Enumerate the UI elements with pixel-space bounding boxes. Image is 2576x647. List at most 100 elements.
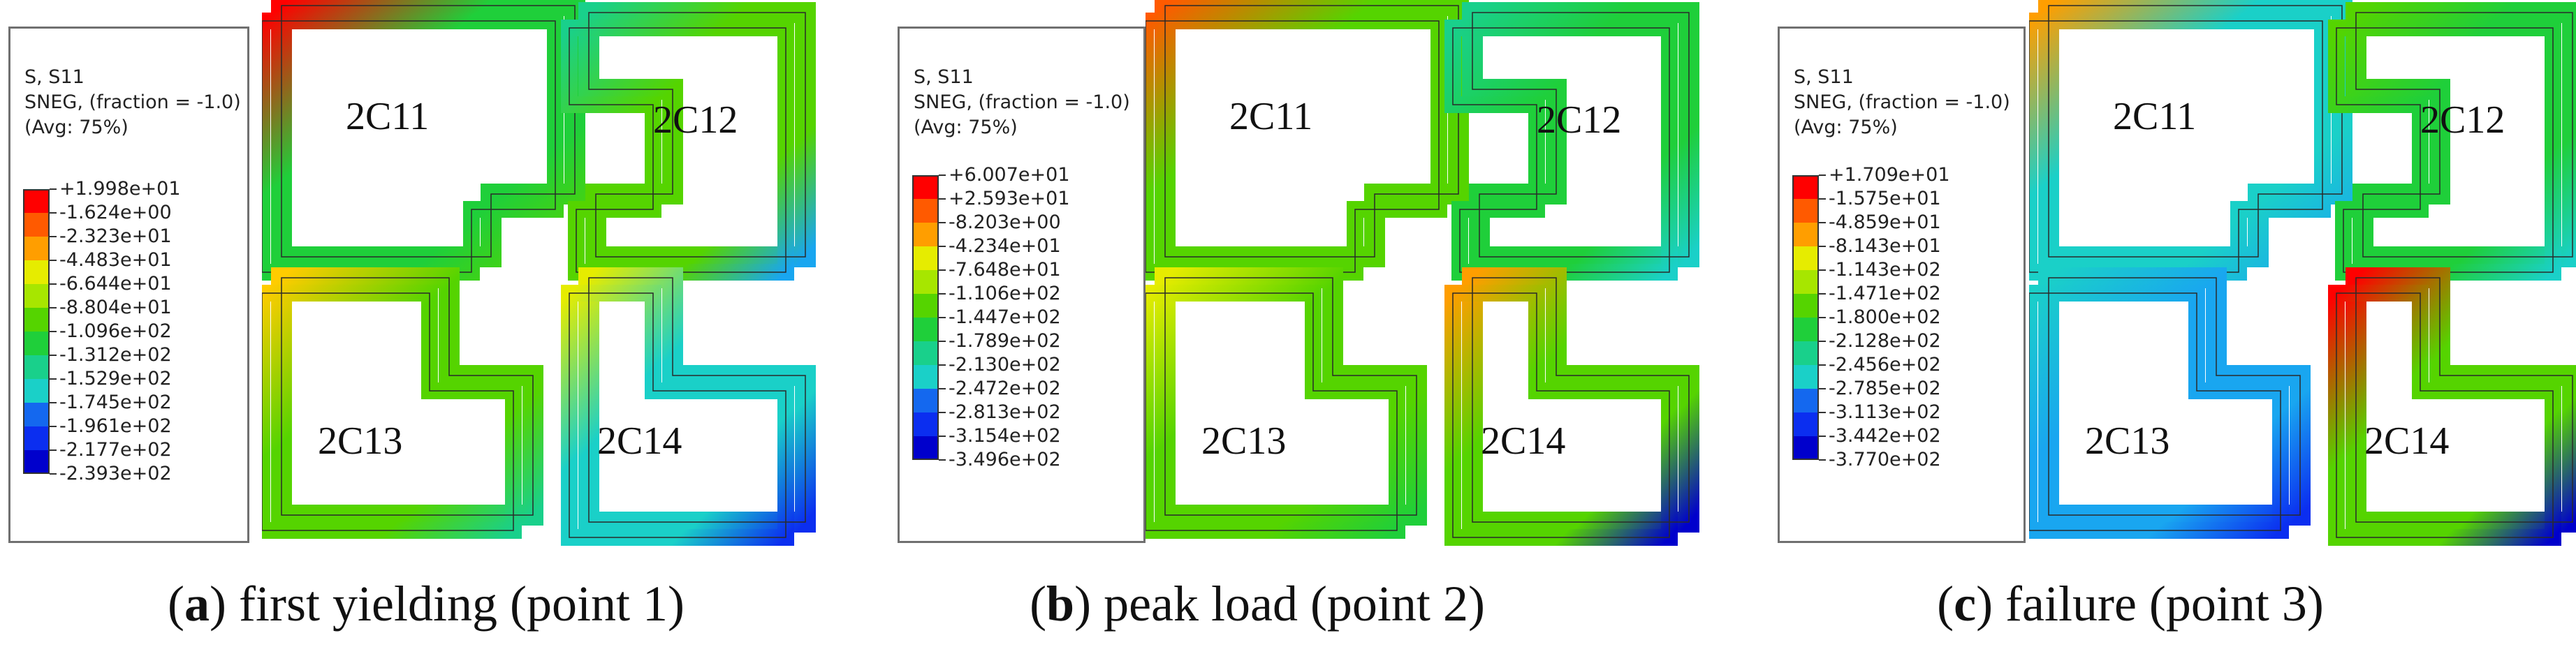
scale-tick (939, 222, 946, 223)
member-wall-front (2029, 13, 2331, 281)
scale-value: -3.154e+02 (949, 425, 1061, 447)
scale-tick (1819, 222, 1826, 223)
scale-value: -1.312e+02 (59, 344, 172, 366)
scale-value: -1.447e+02 (949, 306, 1061, 328)
member-2C13: 2C13 (1146, 267, 1427, 539)
member-label: 2C11 (2113, 95, 2196, 138)
color-swatch (1792, 270, 1819, 294)
member-edge (1164, 5, 1459, 258)
scale-tick (50, 378, 57, 380)
stress-contour-figure: 2C11 2C12 2C13 2C14 (1146, 0, 1699, 546)
scale-tick (50, 260, 57, 261)
color-swatch (23, 355, 50, 379)
scale-tick (939, 174, 946, 176)
color-swatch (23, 284, 50, 308)
legend-header-line3: (Avg: 75%) (24, 117, 129, 138)
color-swatch (23, 426, 50, 450)
member-2C13: 2C13 (262, 267, 543, 539)
panel-caption: (b) peak load (point 2) (852, 572, 1662, 635)
caption-paren-open: ( (1030, 576, 1047, 632)
member-edge (1452, 27, 1670, 273)
member-edge (2336, 27, 2554, 273)
scale-tick (50, 426, 57, 427)
color-swatch (1792, 246, 1819, 270)
member-edge (1164, 277, 1417, 516)
color-swatch (23, 260, 50, 284)
color-swatch (912, 341, 939, 365)
member-label: 2C12 (1537, 98, 1621, 142)
scale-value: -2.785e+02 (1829, 378, 1941, 399)
scale-value: -2.393e+02 (59, 463, 172, 484)
color-swatch (23, 213, 50, 237)
member-edge (569, 27, 786, 273)
member-edge (588, 277, 806, 523)
scale-tick (50, 331, 57, 332)
member-2C12: 2C12 (2328, 2, 2576, 281)
member-edge (2048, 277, 2301, 516)
caption-letter: b (1046, 576, 1075, 632)
scale-value: -1.529e+02 (59, 368, 172, 389)
color-swatch (23, 237, 50, 260)
color-swatch (912, 412, 939, 436)
member-label: 2C11 (346, 95, 429, 138)
scale-value: -1.106e+02 (949, 283, 1061, 304)
member-edge (2336, 292, 2554, 538)
scale-value: -1.471e+02 (1829, 283, 1941, 304)
member-label: 2C12 (653, 98, 738, 142)
color-swatch (23, 450, 50, 474)
member-2C14: 2C14 (1444, 267, 1699, 546)
scale-tick (1819, 198, 1826, 200)
scale-value: -2.128e+02 (1829, 330, 1941, 352)
scale-tick (50, 283, 57, 285)
scale-value: -7.648e+01 (949, 259, 1061, 281)
member-2C12: 2C12 (1444, 2, 1699, 281)
member-2C12: 2C12 (561, 2, 816, 281)
scale-tick (1819, 436, 1826, 437)
scale-value: -6.644e+01 (59, 273, 172, 295)
member-label: 2C11 (1229, 95, 1312, 138)
member-edge (1146, 292, 1398, 531)
scale-tick (1819, 341, 1826, 342)
color-swatch (912, 436, 939, 460)
scale-value: -3.442e+02 (1829, 425, 1941, 447)
member-edge (2029, 20, 2323, 273)
scale-tick (939, 412, 946, 413)
caption-letter: c (1954, 576, 1977, 632)
scale-value: +6.007e+01 (949, 164, 1070, 186)
scale-tick (939, 317, 946, 318)
scale-tick (939, 293, 946, 295)
scale-value: +1.709e+01 (1829, 164, 1950, 186)
color-swatch (1792, 318, 1819, 341)
scale-tick (50, 236, 57, 237)
scale-tick (1819, 174, 1826, 176)
scale-tick (939, 246, 946, 247)
scale-value: -1.789e+02 (949, 330, 1061, 352)
scale-tick (1819, 388, 1826, 389)
caption-text: first yielding (point 1) (226, 576, 685, 632)
color-swatch (912, 318, 939, 341)
member-label: 2C12 (2420, 98, 2505, 142)
scale-value: -8.203e+00 (949, 211, 1061, 233)
member-label: 2C13 (2085, 419, 2169, 463)
scale-tick (50, 449, 57, 451)
member-label: 2C13 (1201, 419, 1286, 463)
member-edge (262, 20, 556, 273)
color-swatch (1792, 436, 1819, 460)
legend-header-line1: S, S11 (914, 66, 974, 88)
member-edge (1472, 277, 1690, 523)
scale-value: +1.998e+01 (59, 178, 181, 200)
member-2C11: 2C11 (1146, 0, 1469, 281)
scale-value: -2.130e+02 (949, 354, 1061, 375)
scale-tick (939, 341, 946, 342)
scale-value: -8.804e+01 (59, 297, 172, 318)
scale-value: -1.624e+00 (59, 202, 172, 223)
color-swatch (912, 389, 939, 412)
member-edge (281, 277, 534, 516)
scale-value: -2.177e+02 (59, 439, 172, 461)
scale-tick (939, 269, 946, 271)
member-edge (588, 12, 806, 258)
scale-value: -1.745e+02 (59, 392, 172, 413)
